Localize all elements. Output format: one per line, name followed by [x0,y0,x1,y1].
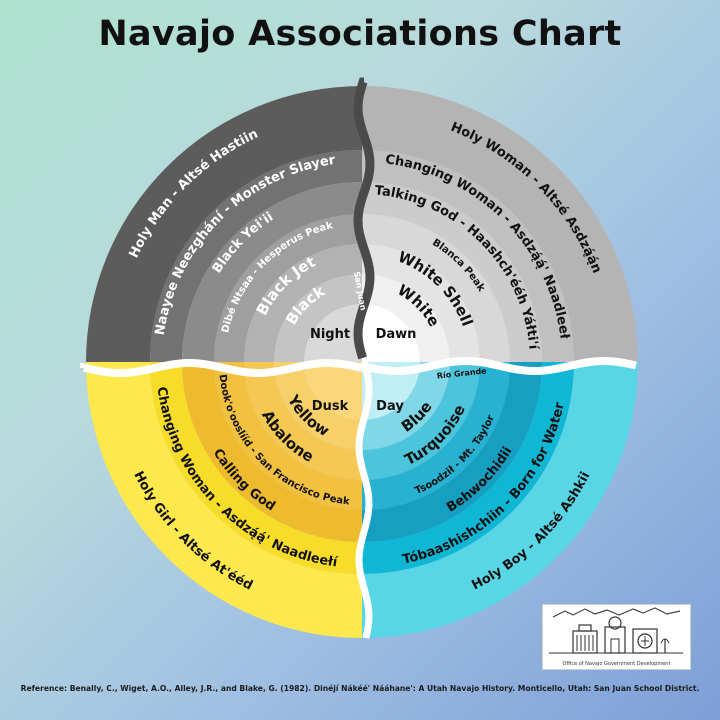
night-band-5 [150,150,362,362]
dawn-band-2 [362,244,480,362]
dusk-band-3 [214,362,362,510]
rio-grande-river [80,357,637,378]
night-band-3 [214,214,362,362]
night-band-4 [182,182,362,362]
day-band-2 [362,362,480,480]
day-band-0 [362,362,420,420]
night-band-2 [244,244,362,362]
river-dividers [80,77,637,639]
night-band-0 [304,304,362,362]
dawn-band-6 [362,86,638,362]
center-label-night: Night [310,327,350,342]
dusk-band-4 [182,362,362,542]
dusk-band-0 [304,362,362,420]
day-band-4 [362,362,542,542]
dawn-band-4 [362,182,542,362]
dawn-band-1 [362,274,450,362]
dusk-band-5 [150,362,362,574]
dawn-band-0 [362,304,420,362]
dusk-band-2 [244,362,362,480]
day-band-6 [362,362,638,638]
center-label-dawn: Dawn [376,327,417,342]
page-title: Navajo Associations Chart [98,14,622,54]
dawn-band-5 [362,150,574,362]
lower-divider [355,361,373,639]
logo-illustration-icon [549,607,683,654]
office-logo: Office of Navajo Government Development [542,604,691,670]
center-label-dusk: Dusk [312,399,349,414]
dusk-band-1 [274,362,362,450]
logo-caption: Office of Navajo Government Development [562,661,671,667]
day-band-5 [362,362,574,574]
san-juan-river [353,77,375,360]
reference-citation: Reference: Benally, C., Wiget, A.O., All… [20,684,700,693]
dusk-band-6 [86,362,362,638]
day-band-3 [362,362,510,510]
night-band-6 [86,86,362,362]
day-band-1 [362,362,450,450]
rings-layer [86,86,638,638]
center-label-day: Day [376,399,404,414]
dawn-band-3 [362,214,510,362]
night-band-1 [274,274,362,362]
